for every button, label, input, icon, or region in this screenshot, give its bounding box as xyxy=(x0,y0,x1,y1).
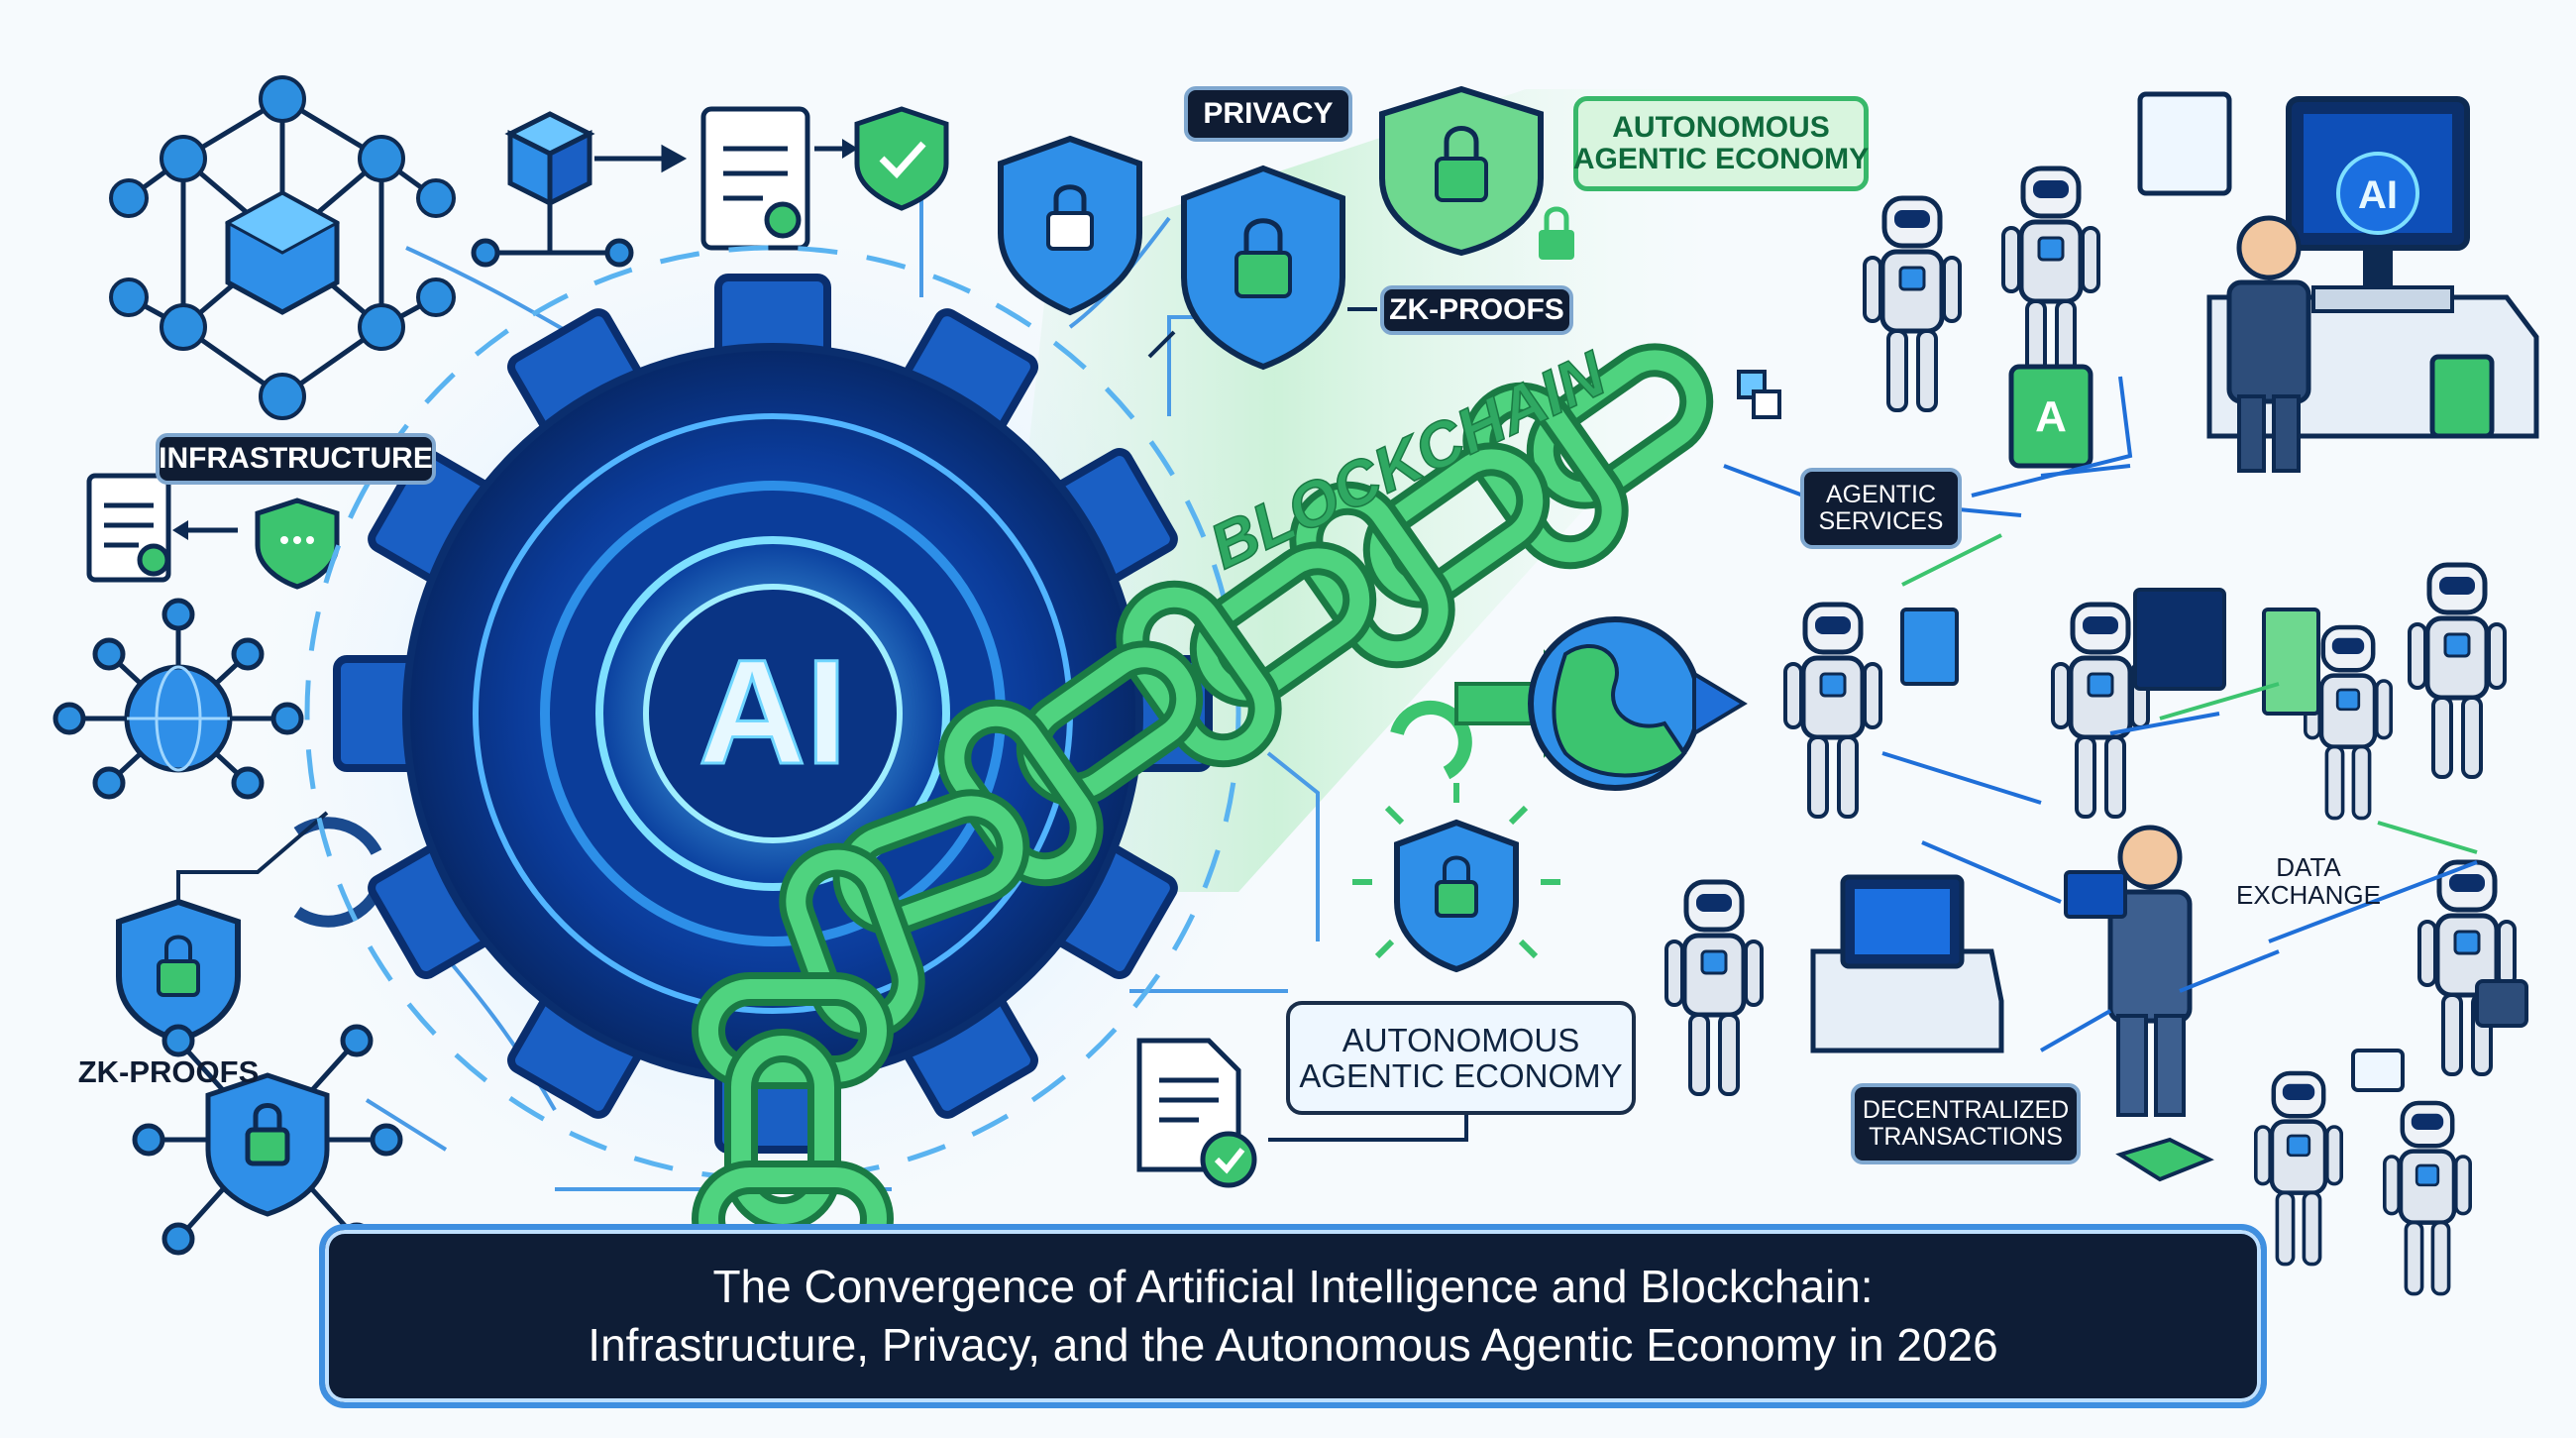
network-lock-shield-icon xyxy=(132,1024,403,1256)
tx-line1: DECENTRALIZED xyxy=(1862,1096,2070,1124)
title-line-2: Infrastructure, Privacy, and the Autonom… xyxy=(588,1319,1998,1371)
globe-network-icon xyxy=(53,598,304,800)
block-cube-icon xyxy=(504,111,595,208)
tx-line2: TRANSACTIONS xyxy=(1869,1123,2063,1151)
kiosk-letter: A xyxy=(2035,392,2067,441)
small-padlock-icon xyxy=(1539,206,1574,260)
robot-agent-icon xyxy=(1863,195,1962,412)
agentic-services-label: AGENTIC SERVICES xyxy=(1800,468,1962,549)
contract-document-icon xyxy=(700,106,810,251)
certificate-document-icon xyxy=(86,473,171,583)
econ-mid-line2: AGENTIC ECONOMY xyxy=(1299,1056,1623,1094)
flow-arrow-blue xyxy=(1692,670,1748,737)
autonomous-economy-top-label: AUTONOMOUS AGENTIC ECONOMY xyxy=(1573,96,1869,191)
data-exchange-label: DATA EXCHANGE xyxy=(2219,845,2398,917)
small-blocks-icon xyxy=(1737,370,1781,419)
privacy-text: PRIVACY xyxy=(1203,96,1334,130)
blockchain-chain xyxy=(692,343,1714,1277)
lock-shield-icon xyxy=(998,135,1142,316)
robot-agent-icon xyxy=(2382,1100,2473,1296)
zk-lock-shield-left-icon xyxy=(116,898,241,1045)
robot-agents xyxy=(1664,166,2517,1296)
exchange-arrows-green xyxy=(1901,533,2478,854)
econ-top-line2: AGENTIC ECONOMY xyxy=(1572,143,1870,175)
econ-top-line1: AUTONOMOUS xyxy=(1612,110,1830,144)
data-line2: EXCHANGE xyxy=(2236,880,2381,910)
zk-arrow-tail xyxy=(1147,330,1176,359)
decentralized-transactions-label: DECENTRALIZED TRANSACTIONS xyxy=(1851,1083,2081,1164)
services-line1: AGENTIC xyxy=(1825,481,1937,508)
privacy-lock-shield-icon xyxy=(1379,85,1544,257)
zk-left-connector xyxy=(176,811,329,902)
zk-proofs-left-label: ZK-PROOFS xyxy=(69,1051,268,1094)
check-shield-icon xyxy=(854,106,949,211)
infrastructure-label: INFRASTRUCTURE xyxy=(156,433,436,485)
cycle-arrow-icon xyxy=(1390,701,1472,780)
network-nodes xyxy=(109,75,456,420)
robot-agent-icon xyxy=(2001,166,2100,383)
title-line-1: The Convergence of Artificial Intelligen… xyxy=(712,1261,1874,1313)
chain-link-highlight xyxy=(1369,449,1544,602)
data-line1: DATA xyxy=(2276,851,2341,882)
cube-to-document-arrow xyxy=(471,144,688,268)
floating-screens xyxy=(1900,91,2528,1182)
services-line2: SERVICES xyxy=(1818,507,1944,535)
approved-document-icon xyxy=(1136,1038,1257,1188)
chain-link-highlight xyxy=(1196,548,1370,701)
zk-proofs-top-label: ZK-PROOFS xyxy=(1380,285,1573,335)
badge-to-cert-arrow-head xyxy=(172,520,188,540)
hub-ai-label: AI xyxy=(698,628,847,795)
green-lock-shield-icon xyxy=(1181,165,1345,371)
doc-to-shield-arrow-head xyxy=(842,139,858,159)
chain-link-highlight xyxy=(731,1036,834,1224)
robot-agent-icon xyxy=(2253,1070,2344,1267)
infrastructure-text: INFRASTRUCTURE xyxy=(159,441,433,475)
title-banner: The Convergence of Artificial Intelligen… xyxy=(319,1224,2267,1408)
robot-agent-icon xyxy=(1664,879,1764,1096)
robot-agent-icon xyxy=(1783,602,1882,819)
privacy-label: PRIVACY xyxy=(1184,86,1352,142)
robot-agent-icon xyxy=(2408,562,2507,779)
zk-proofs-top-text: ZK-PROOFS xyxy=(1389,292,1564,326)
chain-link-highlight xyxy=(1469,388,1622,563)
econ-mid-line1: AUTONOMOUS xyxy=(1342,1021,1580,1058)
chain-link-highlight xyxy=(1123,587,1275,761)
zk-proofs-left-text: ZK-PROOFS xyxy=(77,1054,260,1090)
robot-agent-icon xyxy=(2417,859,2517,1076)
analyst-person-icon xyxy=(2226,215,2311,473)
chain-link-highlight xyxy=(1533,350,1707,502)
robot-agent-icon xyxy=(2303,624,2394,821)
crystal-cube-top xyxy=(224,191,341,255)
autonomous-economy-mid-label: AUTONOMOUS AGENTIC ECONOMY xyxy=(1286,1001,1636,1115)
monitor-desk-icon xyxy=(1810,874,2004,1053)
chain-link-highlight xyxy=(698,979,887,1082)
chain-link-highlight xyxy=(1296,488,1449,662)
world-globe-icon xyxy=(1528,616,1702,791)
chain-link-highlight xyxy=(839,796,1023,929)
laptop-person-icon xyxy=(2064,825,2193,1117)
workstation-screen-ai: AI xyxy=(2358,173,2398,217)
radiating-lock-shield-icon xyxy=(1352,783,1560,973)
